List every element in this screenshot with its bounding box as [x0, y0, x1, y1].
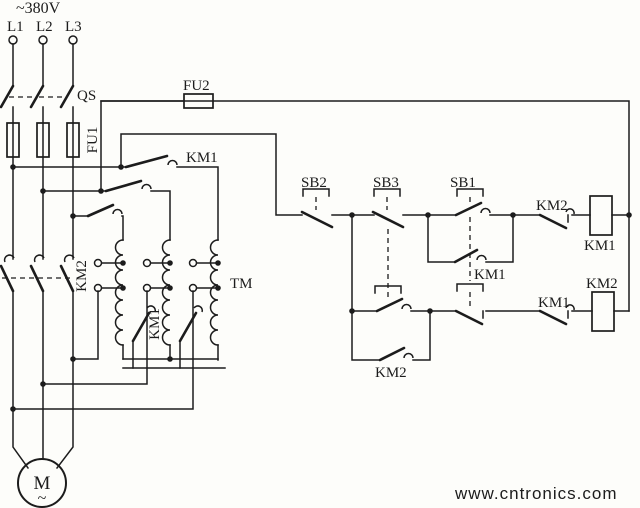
- fu1-fuses: [6, 122, 80, 158]
- phase-wires: [12, 43, 74, 470]
- km1-seal-branch: [427, 214, 514, 264]
- km2-main-contacts: [0, 254, 75, 293]
- control-circuit: [300, 188, 630, 362]
- motor-circle: [17, 458, 67, 508]
- fuse-body: [66, 122, 80, 158]
- qs-blade-1: [0, 84, 15, 109]
- terminal-l2: [38, 35, 48, 45]
- tm-label: TM: [230, 276, 253, 292]
- junction-dots: [10, 164, 632, 412]
- qs-switch: [0, 84, 75, 109]
- sb1-button: [454, 188, 491, 306]
- fu2-control-feed: [100, 93, 630, 312]
- voltage-label: ~380V: [16, 0, 61, 17]
- terminal-l1: [8, 35, 18, 45]
- km1-interlock-label: KM1: [538, 295, 570, 311]
- km1-coil-label: KM1: [584, 238, 616, 254]
- sb1-nc-contact: [454, 309, 484, 326]
- km1-coil-rung: [538, 195, 630, 236]
- qs-blade-2: [29, 84, 45, 109]
- km1-seal-label: KM1: [474, 267, 506, 283]
- km1-coil-box: [589, 195, 613, 236]
- km1-star-contacts: [122, 305, 226, 369]
- km1-interlock-km2-coil-rung: [538, 291, 630, 332]
- km2-main-label: KM2: [74, 260, 90, 292]
- km2-seal-branch: [351, 310, 431, 362]
- winding-3: [209, 239, 219, 346]
- sb2-button: [300, 188, 334, 229]
- sb3-label: SB3: [373, 175, 399, 191]
- qs-label: QS: [77, 88, 96, 104]
- km2-coil-box: [591, 291, 615, 332]
- phase-l2-label: L2: [36, 19, 53, 35]
- motor-current-type: ~: [38, 490, 47, 507]
- winding-1: [114, 239, 124, 346]
- watermark-text: www.cntronics.com: [454, 484, 617, 503]
- motor: M ~: [17, 458, 67, 508]
- fuse-body: [36, 122, 50, 158]
- sb3-no-contact: [374, 285, 412, 313]
- km1-main-label: KM1: [186, 150, 218, 166]
- fuse-body: [6, 122, 20, 158]
- winding-2: [161, 239, 171, 346]
- fu2-label: FU2: [183, 78, 210, 94]
- supply-terminals: [8, 35, 78, 45]
- tap-motor-links: [12, 290, 194, 410]
- terminal-l3: [68, 35, 78, 45]
- motor-symbol: M: [34, 473, 51, 494]
- km2-seal-label: KM2: [375, 365, 407, 381]
- autotransformer-tm: [93, 239, 219, 346]
- km1-main-contacts: [12, 154, 219, 241]
- sb1-label: SB1: [450, 175, 476, 191]
- km2-coil-label: KM2: [586, 276, 618, 292]
- km1-star-label: KM1: [147, 308, 163, 340]
- km2-interlock-label: KM2: [536, 198, 568, 214]
- sb2-label: SB2: [301, 175, 327, 191]
- labels: ~380V L1 L2 L3 QS FU1 FU2 KM1 KM2 KM1 TM…: [7, 0, 618, 503]
- phase-l3-label: L3: [65, 19, 82, 35]
- fu1-label: FU1: [85, 127, 101, 154]
- qs-blade-3: [59, 84, 75, 109]
- sb3-button: [371, 188, 405, 297]
- phase-l1-label: L1: [7, 19, 24, 35]
